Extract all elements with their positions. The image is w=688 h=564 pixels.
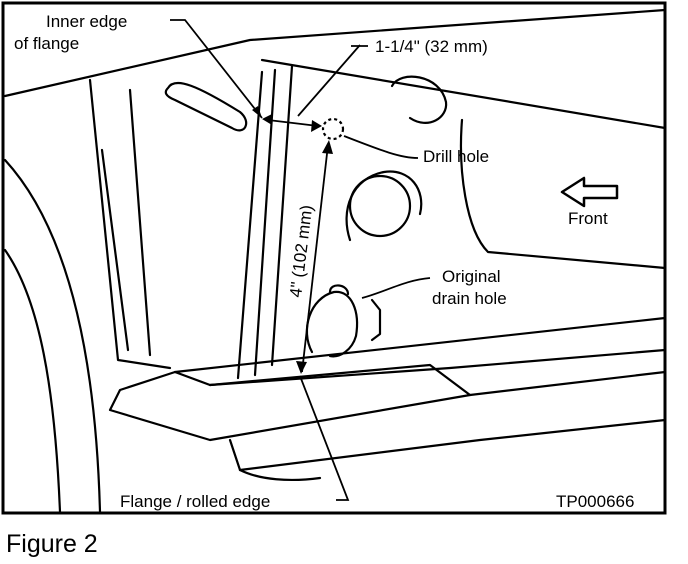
- upper-panel-edge: [3, 8, 667, 98]
- part-code: TP000666: [556, 492, 634, 511]
- vertical-dimension-line: [301, 144, 329, 373]
- panel-top-line: [260, 58, 667, 130]
- vertical-arrowhead-bottom: [296, 361, 307, 374]
- rocker-bottom-edge: [108, 363, 472, 442]
- inner-panel-outline: [459, 118, 667, 270]
- rocker-top-edge: [173, 316, 667, 374]
- original-leader: [361, 277, 431, 299]
- drill-hole-label: Drill hole: [423, 147, 489, 166]
- inner-edge-label-line1: Inner edge: [46, 12, 127, 31]
- offset-dimension-label: 1-1/4" (32 mm): [375, 37, 488, 56]
- original-drain-label-line2: drain hole: [432, 289, 507, 308]
- diagram-border: [1, 1, 667, 515]
- pillar-inner: [128, 88, 152, 357]
- upper-circle: [390, 75, 448, 124]
- rolled-edge-lip: [208, 348, 667, 387]
- inner-edge-arrowhead: [252, 106, 262, 118]
- original-drain-hole: [305, 290, 359, 358]
- front-direction-arrow-icon: [560, 176, 619, 208]
- flange-left-edge: [236, 70, 264, 380]
- offset-arrowhead-left: [262, 114, 272, 125]
- drain-tab: [370, 298, 382, 342]
- tire-inner-arc: [3, 248, 62, 514]
- sill-bottom-edge: [238, 468, 322, 482]
- sill-fold: [468, 370, 667, 397]
- middle-circle: [348, 174, 412, 238]
- middle-circle-ring: [345, 170, 423, 242]
- original-drain-label-line1: Original: [442, 267, 501, 286]
- upper-slot: [164, 81, 248, 132]
- flange-leader: [299, 375, 350, 501]
- inner-edge-label-line2: of flange: [14, 34, 79, 53]
- offset-arrowhead-right: [311, 120, 322, 132]
- drill-hole-leader: [343, 135, 419, 159]
- inner-edge-leader: [170, 19, 263, 119]
- sill-lower-body: [228, 418, 667, 472]
- offset-leader: [297, 44, 361, 117]
- figure-caption: Figure 2: [6, 530, 98, 558]
- pillar-edge: [100, 148, 130, 352]
- vertical-arrowhead-top: [322, 140, 333, 154]
- drill-hole-marker-icon: [321, 117, 345, 141]
- tire-outer-arc: [3, 158, 102, 514]
- drain-lobe: [328, 284, 350, 296]
- front-label: Front: [568, 209, 608, 228]
- flange-shadow-edge: [270, 64, 294, 367]
- flange-edge-label: Flange / rolled edge: [120, 492, 270, 511]
- offset-dimension-line: [267, 119, 319, 127]
- pillar-outline: [88, 78, 172, 370]
